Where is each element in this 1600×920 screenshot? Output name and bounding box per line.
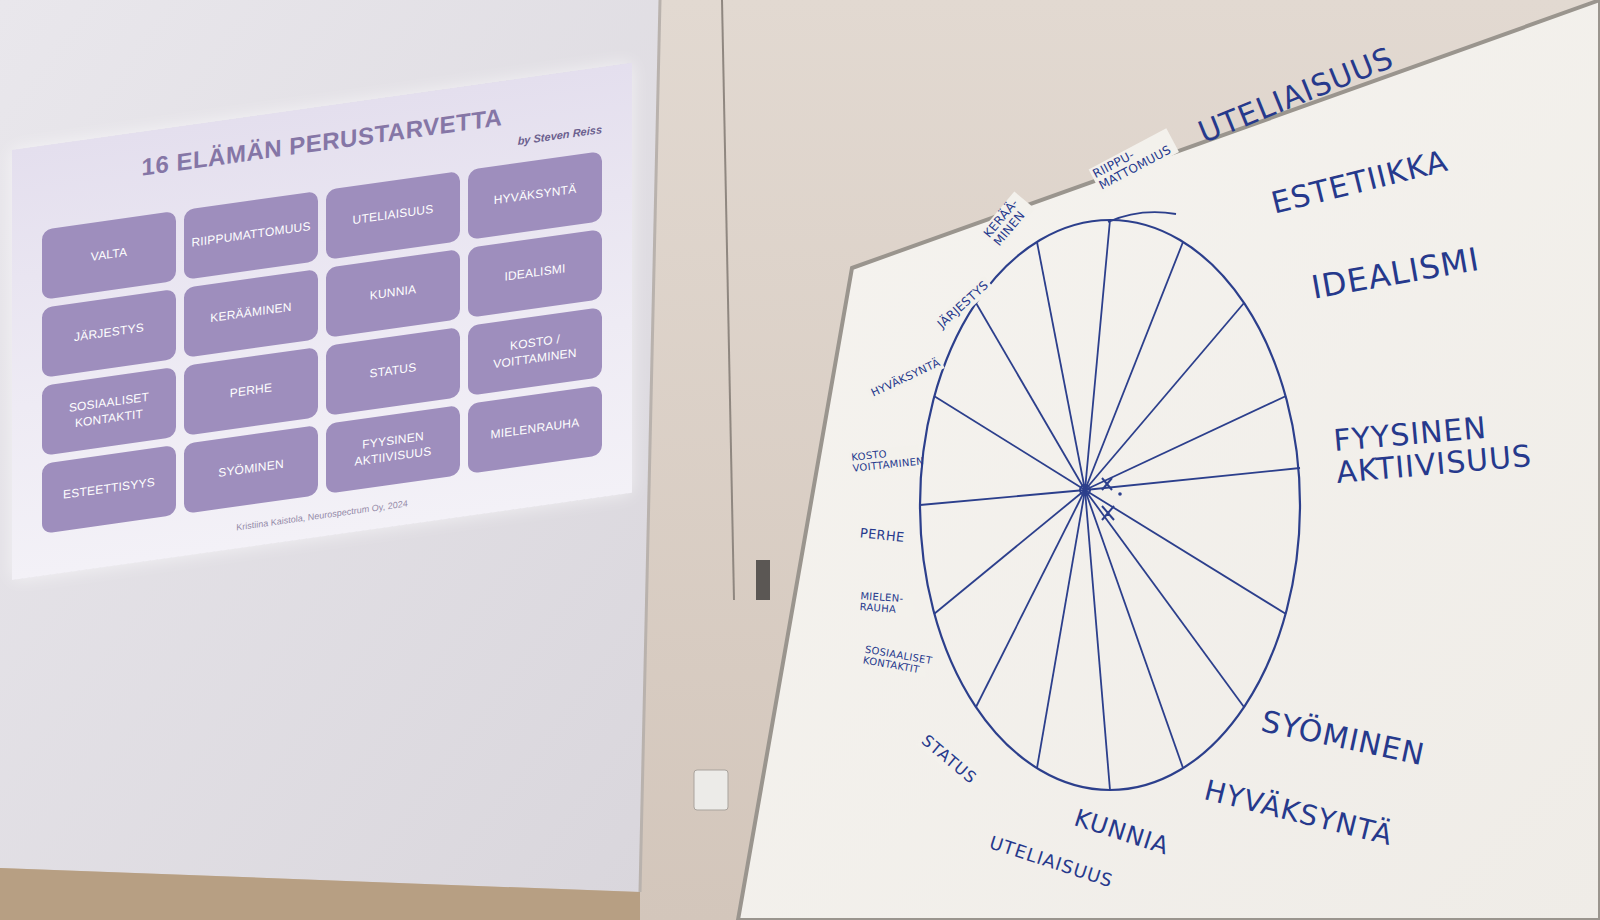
box-text: PERHE bbox=[230, 381, 272, 403]
box-text: SOSIAALISET KONTAKTIT bbox=[48, 387, 170, 435]
cross-mark bbox=[1102, 478, 1112, 490]
dot-mark bbox=[1118, 492, 1122, 496]
wheel-circle bbox=[920, 220, 1300, 790]
handwritten-label: SYÖMINEN bbox=[1259, 705, 1428, 770]
handwritten-label: STATUS bbox=[916, 730, 982, 789]
handwritten-label: KOSTO VOITTAMINEN bbox=[849, 445, 921, 475]
need-box: KERÄÄMINEN bbox=[184, 269, 318, 358]
need-box: ESTEETTISYYS bbox=[42, 445, 176, 534]
handwritten-label: JÄRJESTYS bbox=[933, 277, 993, 333]
spoke bbox=[1085, 468, 1300, 490]
handwritten-label: PERHE bbox=[857, 525, 907, 546]
box-text: VALTA bbox=[91, 245, 127, 266]
handwritten-label: MIELEN- RAUHA bbox=[857, 590, 914, 617]
box-text: FYYSINEN AKTIIVISUUS bbox=[332, 425, 454, 473]
cable bbox=[722, 0, 734, 600]
box-text: ESTEETTISYYS bbox=[63, 475, 155, 503]
need-box: RIIPPUMATTOMUUS bbox=[184, 191, 318, 280]
spoke bbox=[1037, 242, 1085, 490]
box-text: KOSTO / VOITTAMINEN bbox=[474, 327, 596, 375]
box-text: UTELIAISUUS bbox=[353, 202, 434, 229]
need-box: SYÖMINEN bbox=[184, 425, 318, 514]
need-box: MIELENRAUHA bbox=[468, 385, 602, 474]
spoke bbox=[976, 490, 1085, 707]
spoke bbox=[1085, 490, 1244, 707]
box-text: MIELENRAUHA bbox=[491, 415, 580, 443]
handwritten-label: SOSIAALISET KONTAKTIT bbox=[860, 643, 929, 677]
spoke bbox=[1085, 242, 1183, 490]
box-text: HYVÄKSYNTÄ bbox=[494, 182, 577, 209]
handwritten-label: IDEALISMI bbox=[1309, 243, 1482, 306]
need-box: PERHE bbox=[184, 347, 318, 436]
tick-mark bbox=[1108, 212, 1176, 222]
spoke bbox=[1085, 303, 1244, 490]
spoke bbox=[976, 303, 1085, 490]
cross-mark bbox=[1107, 511, 1109, 516]
handwritten-label: HYVÄKSYNTÄ bbox=[1201, 775, 1395, 850]
spoke bbox=[920, 490, 1085, 505]
floor bbox=[0, 868, 640, 920]
handwritten-label: ESTETIIKKA bbox=[1268, 145, 1451, 219]
spoke bbox=[1085, 490, 1110, 790]
cross-mark bbox=[1102, 506, 1114, 520]
cross-mark bbox=[1102, 478, 1112, 490]
box-text: JÄRJESTYS bbox=[74, 321, 144, 346]
box-text: KERÄÄMINEN bbox=[210, 300, 291, 327]
box-text: IDEALISMI bbox=[504, 261, 565, 285]
screen-edge bbox=[640, 0, 660, 892]
need-box: VALTA bbox=[42, 211, 176, 300]
need-box: UTELIAISUUS bbox=[326, 171, 460, 260]
need-box: FYYSINEN AKTIIVISUUS bbox=[326, 405, 460, 494]
handwritten-label: KUNNIA bbox=[1071, 806, 1172, 860]
wheel-spokes bbox=[920, 212, 1300, 790]
handwritten-label: FYYSINEN AKTIIVISUUS bbox=[1332, 405, 1569, 488]
handwritten-label: KERÄÄ- MINEN bbox=[980, 191, 1036, 250]
cross-mark bbox=[1102, 506, 1114, 520]
spoke bbox=[934, 490, 1085, 614]
box-text: KUNNIA bbox=[370, 282, 417, 304]
spoke bbox=[1085, 396, 1286, 490]
whiteboard bbox=[738, 0, 1600, 920]
handwritten-label: UTELIAISUUS bbox=[987, 833, 1115, 891]
handwritten-label: RIIPPU- MATTOMUUS bbox=[1089, 128, 1179, 193]
need-box: HYVÄKSYNTÄ bbox=[468, 151, 602, 240]
handwritten-label: UTELIAISUUS bbox=[1194, 42, 1398, 149]
spoke bbox=[934, 396, 1085, 490]
need-box: STATUS bbox=[326, 327, 460, 416]
need-box: KUNNIA bbox=[326, 249, 460, 338]
need-box: SOSIAALISET KONTAKTIT bbox=[42, 367, 176, 456]
need-box: JÄRJESTYS bbox=[42, 289, 176, 378]
spoke bbox=[1085, 490, 1183, 768]
spoke bbox=[1085, 220, 1110, 490]
projection-screen bbox=[0, 0, 660, 892]
need-box: IDEALISMI bbox=[468, 229, 602, 318]
box-text: RIIPPUMATTOMUUS bbox=[191, 219, 310, 251]
need-box: KOSTO / VOITTAMINEN bbox=[468, 307, 602, 396]
spoke bbox=[1037, 490, 1085, 768]
spoke bbox=[1085, 490, 1286, 614]
handwritten-label: HYVÄKSYNTÄ bbox=[867, 355, 944, 401]
author-credit: by Steven Reiss bbox=[518, 123, 602, 147]
cross-marks bbox=[1102, 478, 1114, 520]
wall-socket bbox=[694, 770, 728, 810]
projected-slide: 16 ELÄMÄN PERUSTARVETTAVALTARIIPPUMATTOM… bbox=[12, 63, 632, 580]
box-text: STATUS bbox=[370, 360, 417, 382]
hub-mark bbox=[1080, 485, 1090, 495]
board-clip bbox=[756, 560, 770, 600]
box-text: SYÖMINEN bbox=[218, 457, 284, 482]
